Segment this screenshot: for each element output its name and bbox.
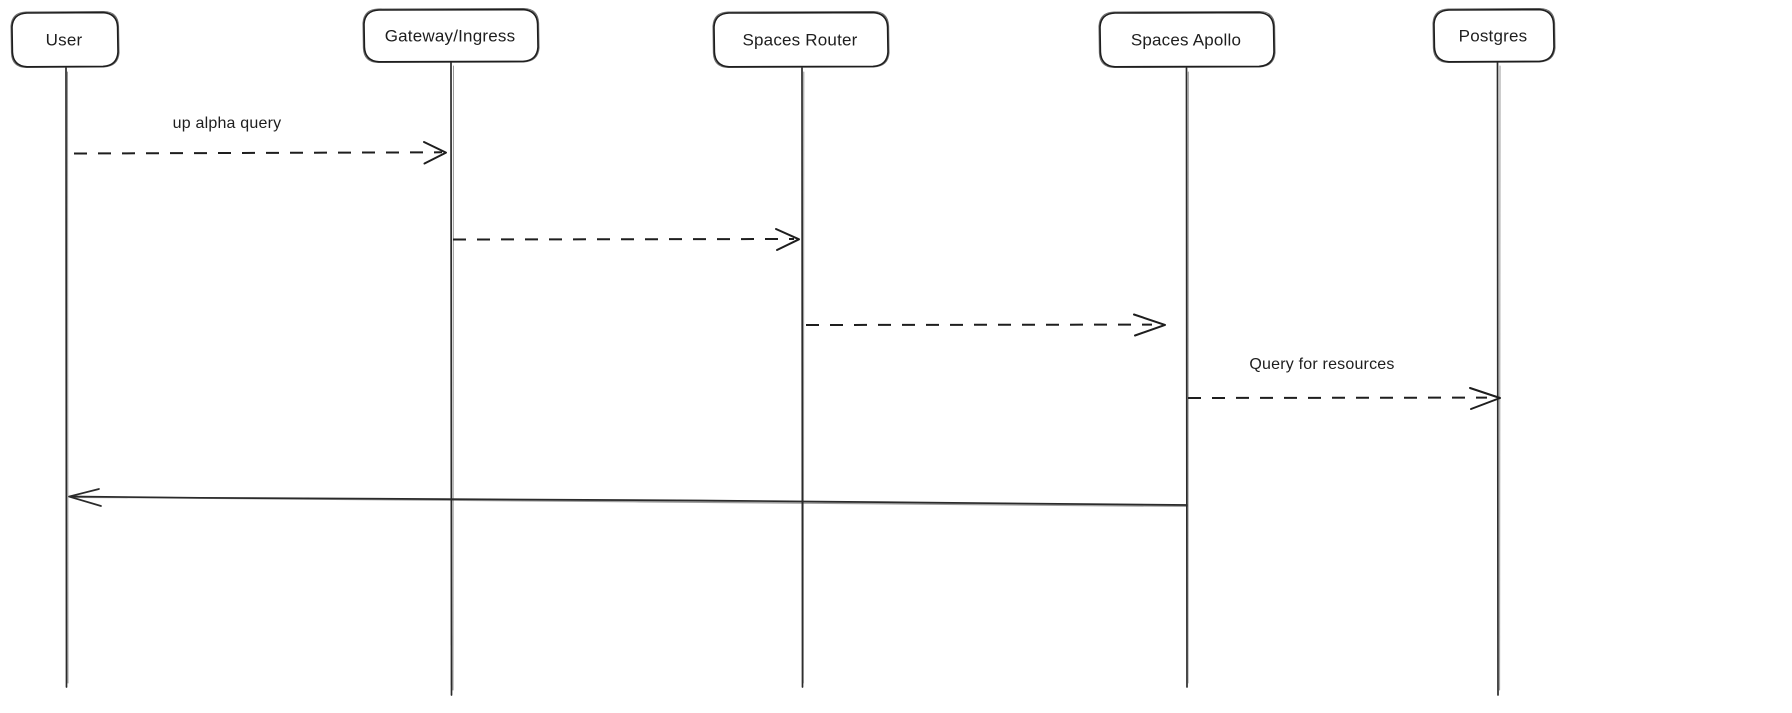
- participant-label-postgres: Postgres: [1459, 26, 1528, 45]
- lifeline-spaces-apollo: [1185, 67, 1189, 688]
- participant-label-spaces-apollo: Spaces Apollo: [1131, 30, 1241, 49]
- message-5-return[interactable]: [68, 488, 1188, 508]
- participant-user[interactable]: User: [10, 10, 120, 69]
- message-3[interactable]: [805, 313, 1166, 337]
- message-4-query-for-resources[interactable]: Query for resources: [1187, 356, 1501, 410]
- message-1-up-alpha-query[interactable]: up alpha query: [73, 115, 447, 165]
- lifeline-postgres: [1496, 61, 1501, 696]
- participant-label-gateway: Gateway/Ingress: [385, 26, 516, 45]
- participant-gateway[interactable]: Gateway/Ingress: [362, 7, 540, 64]
- message-label-4: Query for resources: [1249, 356, 1394, 373]
- lifeline-gateway: [450, 61, 454, 696]
- participant-spaces-router[interactable]: Spaces Router: [712, 10, 890, 69]
- participant-label-spaces-router: Spaces Router: [742, 30, 857, 49]
- participant-postgres[interactable]: Postgres: [1432, 7, 1556, 64]
- lifelines-layer: [65, 61, 1501, 696]
- message-2[interactable]: [452, 228, 800, 251]
- participant-spaces-apollo[interactable]: Spaces Apollo: [1098, 10, 1276, 69]
- message-label-1: up alpha query: [173, 115, 282, 132]
- lifeline-user: [65, 67, 69, 688]
- lifeline-spaces-router: [801, 67, 805, 688]
- participant-label-user: User: [46, 30, 83, 49]
